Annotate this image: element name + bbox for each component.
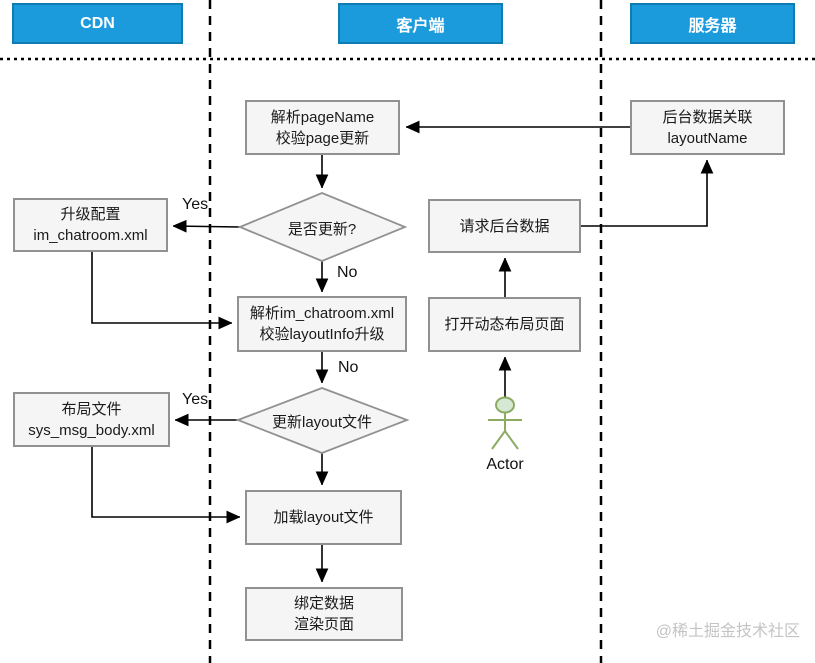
flow-node-open-page: 打开动态布局页面 bbox=[428, 297, 581, 352]
actor-leg-right bbox=[504, 430, 519, 450]
actor-figure bbox=[488, 396, 522, 450]
flow-node-request-data: 请求后台数据 bbox=[428, 199, 581, 253]
flow-node-layout-file: 布局文件 sys_msg_body.xml bbox=[13, 392, 170, 447]
decision-update-label: 是否更新? bbox=[287, 221, 357, 238]
flow-node-upgrade-config: 升级配置 im_chatroom.xml bbox=[13, 198, 168, 252]
lane-header-client: 客户端 bbox=[338, 3, 503, 44]
actor-head bbox=[495, 396, 515, 414]
edge-label-no-1: No bbox=[337, 264, 358, 281]
decision-diamond-layout bbox=[235, 387, 410, 454]
arrow-upgrade-config-to-parse-chatroom bbox=[91, 252, 232, 323]
arrow-decision-update-yes-to-upgrade-config bbox=[172, 226, 241, 227]
edge-label-no-2: No bbox=[338, 359, 359, 376]
flow-node-bind-render: 绑定数据 渲染页面 bbox=[245, 587, 403, 641]
watermark: @稀土掘金技术社区 bbox=[655, 623, 800, 640]
arrow-request-data-to-backend-link bbox=[581, 160, 707, 227]
actor-leg-left bbox=[491, 430, 506, 450]
edge-label-yes-2: Yes bbox=[182, 391, 209, 408]
flow-node-backend-link: 后台数据关联 layoutName bbox=[630, 100, 785, 155]
edge-label-yes-1: Yes bbox=[182, 196, 209, 213]
decision-layout-label: 更新layout文件 bbox=[271, 414, 373, 431]
decision-diamond-update bbox=[237, 192, 408, 262]
lane-header-cdn: CDN bbox=[12, 3, 183, 44]
arrow-layout-file-to-load-layout bbox=[91, 447, 240, 517]
actor-label: Actor bbox=[486, 456, 524, 473]
flow-node-load-layout: 加载layout文件 bbox=[245, 490, 402, 545]
lane-header-server: 服务器 bbox=[630, 3, 795, 44]
flow-node-parse-chatroom: 解析im_chatroom.xml 校验layoutInfo升级 bbox=[237, 296, 407, 352]
flow-node-parse-page: 解析pageName 校验page更新 bbox=[245, 100, 400, 155]
